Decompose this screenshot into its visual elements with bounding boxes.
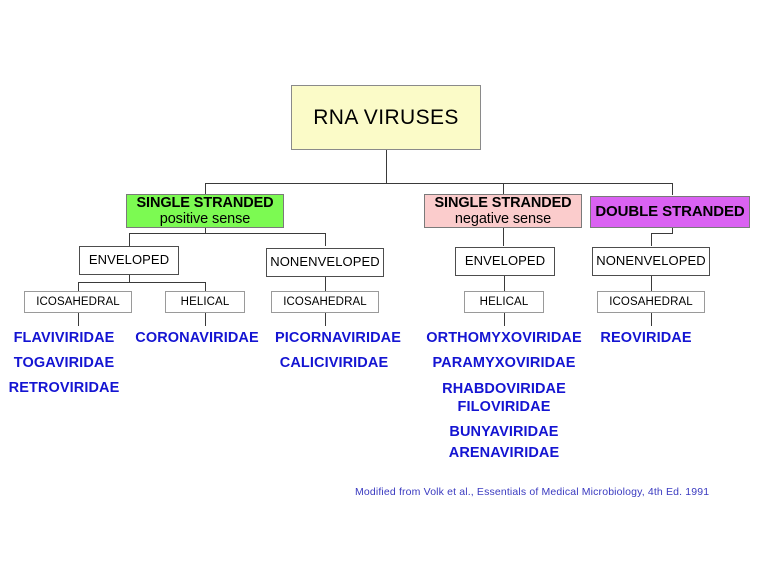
connector-ds-stem <box>672 228 673 233</box>
connector-sspos-bus <box>129 233 326 234</box>
family-label: ARENAVIRIDAE <box>448 445 560 461</box>
node-icosahedral-sspos-enveloped[interactable]: ICOSAHEDRAL <box>24 291 132 313</box>
node-icosahedral-ds-nonenveloped-label: ICOSAHEDRAL <box>609 295 693 308</box>
connector-ds-nonenv-stem <box>651 275 652 292</box>
family-label: CORONAVIRIDAE <box>135 330 259 346</box>
connector-leaf-stem-2 <box>205 312 206 326</box>
family-label: TOGAVIRIDAE <box>13 355 115 371</box>
family-label: RETROVIRIDAE <box>8 380 120 396</box>
connector-leaf-stem-1 <box>78 312 79 326</box>
node-enveloped-ssneg[interactable]: ENVELOPED <box>455 247 555 276</box>
category-negative-sub-label: negative sense <box>454 211 552 227</box>
node-helical-sspos-enveloped[interactable]: HELICAL <box>165 291 245 313</box>
root-node-label: RNA VIRUSES <box>313 105 459 129</box>
category-double-stranded-label: DOUBLE STRANDED <box>595 202 745 220</box>
connector-sspos-env-bus <box>78 282 206 283</box>
connector-root-stem <box>386 150 387 184</box>
connector-level2-drop-2 <box>503 183 504 195</box>
node-helical-sspos-enveloped-label: HELICAL <box>180 295 230 308</box>
node-enveloped-ssneg-label: ENVELOPED <box>464 253 546 269</box>
connector-leaf-stem-5 <box>651 312 652 326</box>
connector-sspos-env-drop-icosa <box>78 282 79 292</box>
attribution-footer: Modified from Volk et al., Essentials of… <box>355 486 710 498</box>
family-label: RHABDOVIRIDAE <box>442 381 566 397</box>
node-nonenveloped-ds-label: NONENVELOPED <box>596 253 706 269</box>
node-icosahedral-ds-nonenveloped[interactable]: ICOSAHEDRAL <box>597 291 705 313</box>
category-single-stranded-positive[interactable]: SINGLE STRANDED positive sense <box>126 194 284 228</box>
connector-leaf-stem-3 <box>325 312 326 326</box>
connector-level2-drop-1 <box>205 183 206 195</box>
node-icosahedral-sspos-enveloped-label: ICOSAHEDRAL <box>36 295 120 308</box>
connector-ssneg-stem <box>503 228 504 246</box>
node-nonenveloped-sspos[interactable]: NONENVELOPED <box>266 248 384 277</box>
family-label: REOVIRIDAE <box>600 330 692 346</box>
family-label: FLAVIVIRIDAE <box>13 330 115 346</box>
connector-level2-drop-3 <box>672 183 673 195</box>
connector-ssneg-env-stem <box>504 275 505 292</box>
family-label: ORTHOMYXOVIRIDAE <box>426 330 582 346</box>
family-label: PICORNAVIRIDAE <box>274 330 402 346</box>
family-label: PARAMYXOVIRIDAE <box>432 355 576 371</box>
node-enveloped-sspos[interactable]: ENVELOPED <box>79 246 179 275</box>
category-double-stranded[interactable]: DOUBLE STRANDED <box>590 196 750 228</box>
connector-level2-bus <box>205 183 673 184</box>
family-label: CALICIVIRIDAE <box>279 355 389 371</box>
node-icosahedral-sspos-nonenveloped-label: ICOSAHEDRAL <box>283 295 367 308</box>
node-icosahedral-sspos-nonenveloped[interactable]: ICOSAHEDRAL <box>271 291 379 313</box>
connector-sspos-env-drop-helical <box>205 282 206 292</box>
node-nonenveloped-sspos-label: NONENVELOPED <box>270 254 380 270</box>
connector-sspos-stem <box>205 228 206 233</box>
connector-ds-bus <box>651 233 673 234</box>
category-single-stranded-negative[interactable]: SINGLE STRANDED negative sense <box>424 194 582 228</box>
family-label: BUNYAVIRIDAE <box>449 424 559 440</box>
connector-sspos-env-stem <box>129 275 130 282</box>
category-positive-sub-label: positive sense <box>159 211 251 227</box>
connector-sspos-drop-env <box>129 233 130 246</box>
root-node-rna-viruses[interactable]: RNA VIRUSES <box>291 85 481 150</box>
node-nonenveloped-ds[interactable]: NONENVELOPED <box>592 247 710 276</box>
node-helical-ssneg-enveloped[interactable]: HELICAL <box>464 291 544 313</box>
node-helical-ssneg-enveloped-label: HELICAL <box>479 295 529 308</box>
node-enveloped-sspos-label: ENVELOPED <box>88 252 170 268</box>
connector-sspos-drop-nonenv <box>325 233 326 246</box>
connector-leaf-stem-4 <box>504 312 505 326</box>
connector-ds-drop-nonenv <box>651 233 652 246</box>
category-positive-main-label: SINGLE STRANDED <box>136 194 274 211</box>
family-label: FILOVIRIDAE <box>457 399 551 415</box>
category-negative-main-label: SINGLE STRANDED <box>434 194 572 211</box>
connector-sspos-nonenv-stem <box>325 275 326 292</box>
